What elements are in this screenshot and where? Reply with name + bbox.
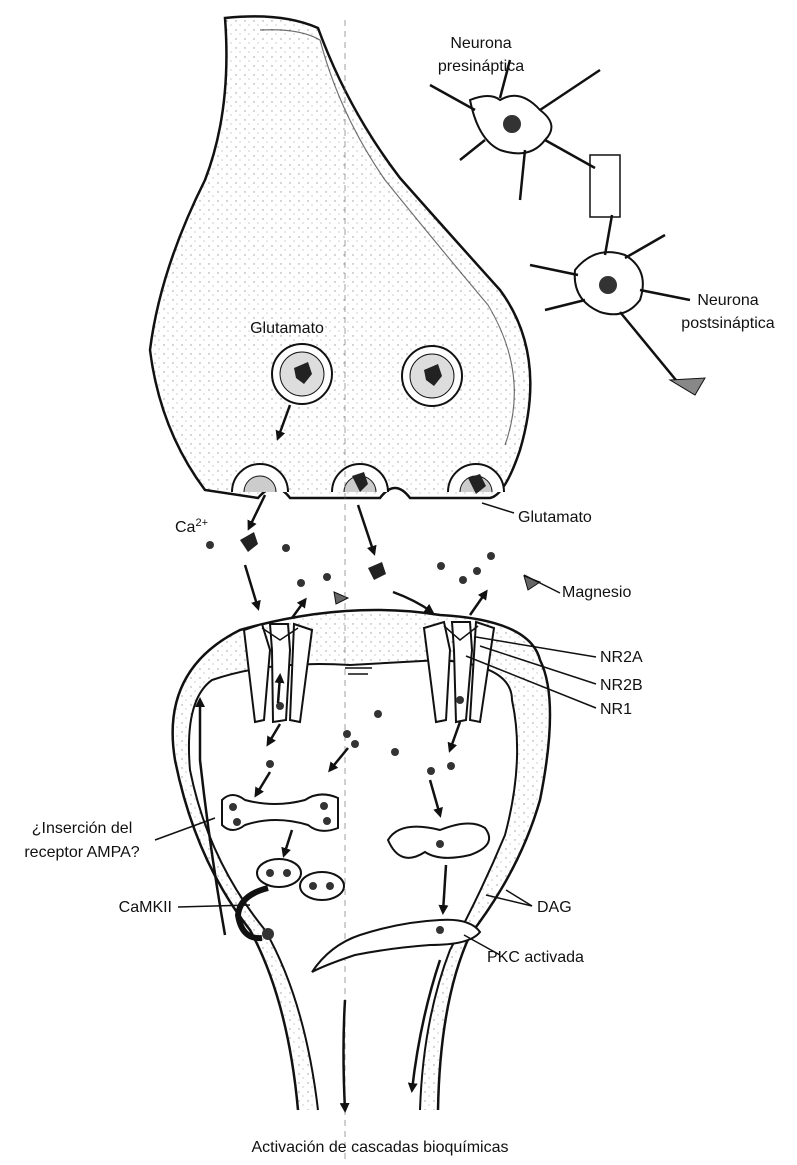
calcium-ion (437, 562, 445, 570)
label-glutamate-release: Glutamato (518, 509, 592, 526)
label-dag: DAG (537, 899, 572, 916)
label-postsynaptic-neuron-2: postsináptica (681, 315, 774, 332)
calcium-ion (459, 576, 467, 584)
label-magnesium: Magnesio (562, 584, 631, 601)
nmda-receptor (244, 624, 312, 722)
label-ampa-1: ¿Inserción del (32, 820, 133, 837)
calcium-ion (473, 567, 481, 575)
synaptic-cleft (206, 495, 540, 618)
label-nr2a: NR2A (600, 649, 643, 666)
synapse-zoom-box (590, 155, 620, 217)
magnesium-ion (334, 592, 348, 604)
glutamate-molecule (240, 532, 258, 552)
calcium-ion (487, 552, 495, 560)
label-postsynaptic-neuron-1: Neurona (697, 292, 758, 309)
label-nr1: NR1 (600, 701, 632, 718)
label-cascades: Activación de cascadas bioquímicas (251, 1139, 508, 1156)
magnesium-ion (524, 576, 540, 590)
presynaptic-terminal (150, 16, 530, 498)
calcium-ion (297, 579, 305, 587)
glutamate-vesicle (402, 346, 462, 406)
calcium-ion (206, 541, 214, 549)
label-calcium: Ca2+ (175, 517, 208, 536)
label-glutamate-vesicle: Glutamato (250, 320, 324, 337)
calcium-ion (282, 544, 290, 552)
label-pkc: PKC activada (487, 949, 584, 966)
label-presynaptic-neuron-2: presináptica (438, 58, 524, 75)
presynaptic-neuron-icon (430, 60, 600, 200)
calcium-ion (323, 573, 331, 581)
label-ampa-2: receptor AMPA? (24, 844, 139, 861)
label-presynaptic-neuron-1: Neurona (450, 35, 511, 52)
label-camkii: CaMKII (119, 899, 172, 916)
label-nr2b: NR2B (600, 677, 643, 694)
glutamate-vesicle (272, 344, 332, 404)
postsynaptic-neuron-icon (530, 215, 705, 395)
glutamate-molecule (368, 562, 386, 580)
